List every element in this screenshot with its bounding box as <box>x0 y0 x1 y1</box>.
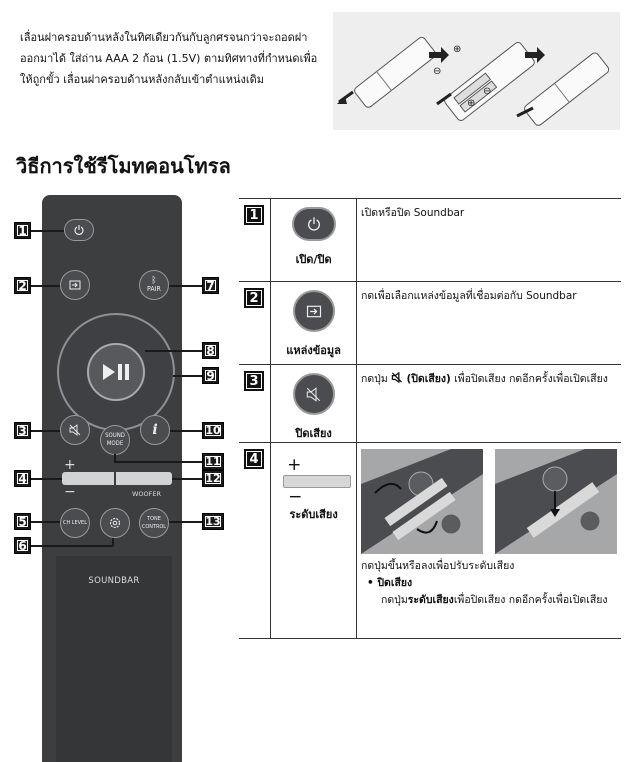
callout-line <box>31 545 113 547</box>
callout-line <box>115 461 202 463</box>
callout-line <box>114 454 116 463</box>
callout-6: 6 <box>14 537 31 554</box>
pair-label: PAIR <box>147 285 161 293</box>
remote-woofer-bar <box>116 472 172 485</box>
mute-icon <box>391 371 403 384</box>
table-row: 2 แหล่งข้อมูล กดเพื่อเลือกแหล่งข้อมูลที่… <box>239 281 621 365</box>
callout-10: 10 <box>202 422 224 439</box>
remote-tone-control-button: TONE CONTROL <box>139 508 169 538</box>
row-caption: ระดับเสียง <box>289 508 338 521</box>
row-number: 3 <box>244 371 264 391</box>
volume-minus: − <box>288 487 303 507</box>
bullet-pre: กดปุ่ม <box>381 594 408 606</box>
callout-line <box>31 430 60 432</box>
bluetooth-icon: ᛒ <box>151 276 157 286</box>
callout-line <box>169 521 202 523</box>
callout-line <box>173 375 202 377</box>
row-caption: แหล่งข้อมูล <box>286 344 341 357</box>
row-description: กดปุ่มขึ้นหรือลงเพื่อปรับระดับเสียง <box>361 560 515 572</box>
row-description: เปิดหรือปิด Soundbar <box>356 198 621 282</box>
remote-volume-minus: − <box>64 484 76 500</box>
callout-line <box>172 478 202 480</box>
svg-text:⊕: ⊕ <box>453 44 461 55</box>
remote-mute-button <box>60 415 90 445</box>
remote-control-illustration: SOUNDBAR ᛒ PAIR SOUND MODE i + − WOOFER … <box>0 195 235 762</box>
callout-8: 8 <box>202 342 219 359</box>
volume-press-illustration <box>361 449 483 554</box>
mute-press-illustration <box>495 449 617 554</box>
bullet-description: กดปุ่มระดับเสียงเพื่อปิดเสียง กดอีกครั้ง… <box>381 592 617 609</box>
callout-3: 3 <box>14 422 31 439</box>
desc-bold: (ปิดเสียง) <box>406 373 451 385</box>
callout-11: 11 <box>202 453 224 470</box>
volume-bar <box>283 475 352 488</box>
callout-7: 7 <box>202 277 219 294</box>
volume-illustrations <box>361 449 617 554</box>
remote-volume-plus: + <box>64 457 76 473</box>
source-icon <box>69 280 81 290</box>
play-pause-icon <box>103 364 129 380</box>
row-number: 2 <box>244 288 264 308</box>
callout-line <box>169 285 202 287</box>
callout-1: 1 <box>14 222 31 239</box>
row-description: กดเพื่อเลือกแหล่งข้อมูลที่เชื่อมต่อกับ S… <box>356 281 621 365</box>
bullet-item: • ปิดเสียง <box>367 577 413 589</box>
row-number: 4 <box>244 449 264 469</box>
svg-text:⊕: ⊕ <box>467 98 475 109</box>
callout-line <box>145 350 202 352</box>
remote-settings-button <box>100 508 130 538</box>
volume-plus: + <box>287 455 302 475</box>
button-function-table: 1 เปิด/ปิด เปิดหรือปิด Soundbar 2 แหล่งข… <box>239 198 621 639</box>
callout-4: 4 <box>14 470 31 487</box>
desc-pre: กดปุ่ม <box>361 373 392 385</box>
page-title: วิธีการใช้รีโมทคอนโทรล <box>16 154 231 178</box>
remote-ch-level-button: CH LEVEL <box>60 508 90 538</box>
table-row: 3 ปิดเสียง กดปุ่ม (ปิดเสียง) เพื่อปิดเสี… <box>239 364 621 443</box>
bullet-post: เพื่อปิดเสียง กดอีกครั้งเพื่อเปิดเสียง <box>453 594 608 606</box>
remote-volume-bar <box>62 472 114 485</box>
row-caption: ปิดเสียง <box>295 427 332 440</box>
power-icon <box>291 207 336 241</box>
remote-sound-mode-button: SOUND MODE <box>100 425 130 455</box>
svg-text:⊖: ⊖ <box>483 86 491 97</box>
table-row: 4 + − ระดับเสียง <box>239 442 621 639</box>
remote-bottom <box>56 556 172 762</box>
callout-line <box>31 230 64 232</box>
mute-icon <box>69 424 81 436</box>
remote-woofer-label: WOOFER <box>132 490 162 498</box>
callout-5: 5 <box>14 513 31 530</box>
callout-9: 9 <box>202 367 219 384</box>
callout-line <box>112 538 114 546</box>
callout-line <box>31 521 60 523</box>
row-caption: เปิด/ปิด <box>295 253 332 266</box>
remote-play-pause-button <box>87 343 145 401</box>
remote-bluetooth-pair-button: ᛒ PAIR <box>139 270 169 300</box>
battery-illustration: ⊕ ⊖ ⊕ ⊖ <box>333 12 620 130</box>
gear-icon <box>109 517 121 529</box>
remote-source-button <box>60 270 90 300</box>
callout-13: 13 <box>202 513 224 530</box>
bullet-title: ปิดเสียง <box>377 577 413 589</box>
remote-brand-label: SOUNDBAR <box>88 576 140 586</box>
source-icon <box>292 290 335 332</box>
svg-text:⊖: ⊖ <box>433 66 441 77</box>
bullet-bold: ระดับเสียง <box>407 594 454 606</box>
row-description: กดปุ่ม (ปิดเสียง) เพื่อปิดเสียง กดอีกครั… <box>356 364 621 443</box>
callout-line <box>170 430 202 432</box>
remote-info-button: i <box>140 415 170 445</box>
callout-2: 2 <box>14 277 31 294</box>
callout-line <box>31 285 60 287</box>
remote-power-button <box>64 219 94 241</box>
power-icon <box>74 225 84 235</box>
row-number: 1 <box>244 205 264 225</box>
battery-instructions: เลื่อนฝาครอบด้านหลังในทิศเดียวกันกับลูกศ… <box>20 31 318 86</box>
desc-post: เพื่อปิดเสียง กดอีกครั้งเพื่อเปิดเสียง <box>450 373 608 385</box>
table-row: 1 เปิด/ปิด เปิดหรือปิด Soundbar <box>239 198 621 282</box>
callout-12: 12 <box>202 470 224 487</box>
callout-line <box>31 478 62 480</box>
mute-icon <box>292 373 335 415</box>
volume-bar-icon: + − <box>283 455 353 507</box>
